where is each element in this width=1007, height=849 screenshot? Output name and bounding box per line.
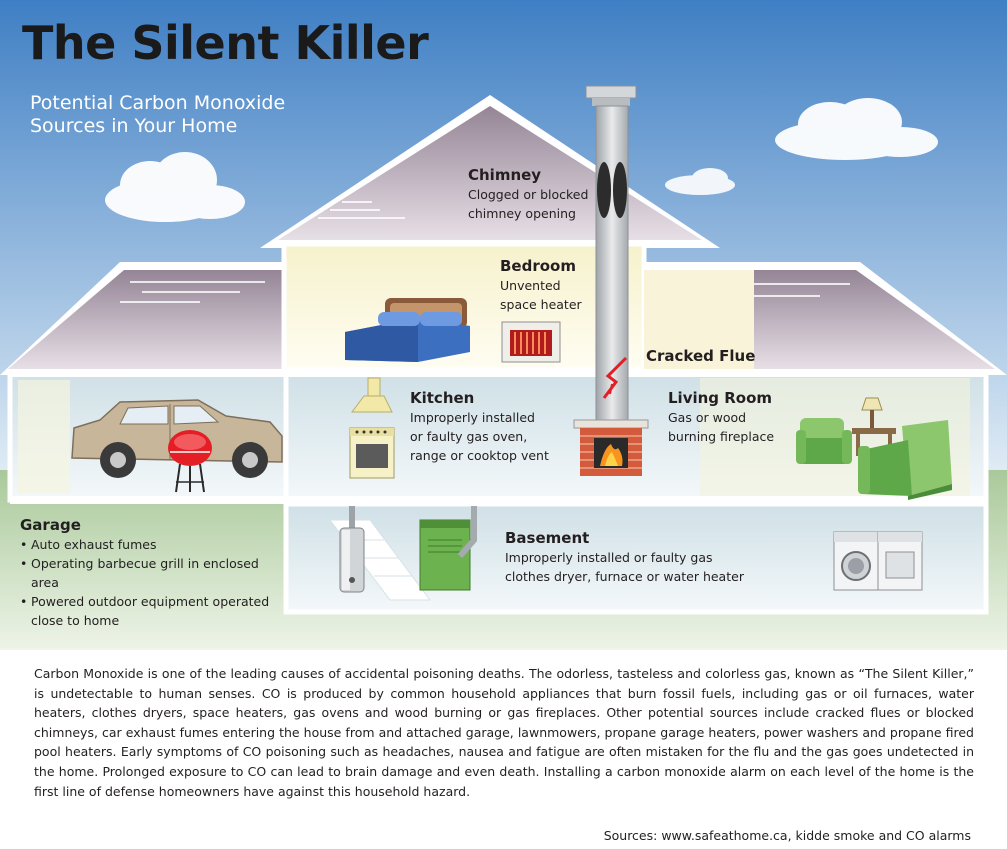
kitchen-callout: Kitchen Improperly installed or faulty g… <box>410 389 549 465</box>
cloud-icon <box>665 168 735 195</box>
garage-callout: Garage Auto exhaust fumes Operating barb… <box>20 516 290 630</box>
basement-callout: Basement Improperly installed or faulty … <box>505 529 744 586</box>
furnace-icon <box>419 506 477 591</box>
sofa-icon <box>858 420 952 500</box>
bbq-grill-icon <box>168 430 212 493</box>
range-hood-icon <box>351 377 393 413</box>
bedroom-callout: Bedroom Unvented space heater <box>500 257 582 314</box>
list-item: Auto exhaust fumes <box>20 535 290 554</box>
living-room-desc-line: Gas or wood <box>668 410 747 425</box>
cloud-icon <box>105 152 245 222</box>
bedroom-heading: Bedroom <box>500 257 576 275</box>
chimney-desc-line: chimney opening <box>468 206 576 221</box>
garage-heading: Garage <box>20 516 81 534</box>
chimney-desc-line: Clogged or blocked <box>468 187 589 202</box>
body-paragraph: Carbon Monoxide is one of the leading ca… <box>34 666 974 799</box>
dryer-icon <box>877 531 923 591</box>
fireplace-icon <box>573 419 649 476</box>
water-heater-icon <box>339 506 365 593</box>
subtitle-line: Sources in Your Home <box>30 115 238 137</box>
kitchen-heading: Kitchen <box>410 389 475 407</box>
list-item: Powered outdoor equipment operated <box>20 592 290 611</box>
garage-list-continuation: close to home <box>31 613 120 628</box>
garage-roof <box>0 262 290 375</box>
kitchen-desc-line: Improperly installed <box>410 410 535 425</box>
list-item: Operating barbecue grill in enclosed are… <box>20 554 290 592</box>
bedroom-desc-line: space heater <box>500 297 582 312</box>
basement-heading: Basement <box>505 529 590 547</box>
kitchen-desc-line: range or cooktop vent <box>410 448 549 463</box>
bedroom-desc-line: Unvented <box>500 278 561 293</box>
page-subtitle: Potential Carbon Monoxide Sources in You… <box>30 92 390 138</box>
basement-desc-line: Improperly installed or faulty gas <box>505 550 713 565</box>
sources-credit: Sources: www.safeathome.ca, kidde smoke … <box>603 828 971 843</box>
chimney-callout: Chimney Clogged or blocked chimney openi… <box>468 166 588 223</box>
bed-icon <box>345 298 470 362</box>
house-illustration <box>0 0 1007 650</box>
page-title: The Silent Killer <box>22 16 429 70</box>
living-room-desc-line: burning fireplace <box>668 429 775 444</box>
cloud-icon <box>775 98 938 160</box>
washer-icon <box>833 531 879 591</box>
living-room-callout: Living Room Gas or wood burning fireplac… <box>668 389 774 446</box>
car-icon <box>71 399 283 478</box>
garage-list: Auto exhaust fumes Operating barbecue gr… <box>20 535 290 611</box>
cracked-flue-heading: Cracked Flue <box>646 347 756 365</box>
kitchen-desc-line: or faulty gas oven, <box>410 429 528 444</box>
space-heater-icon <box>501 321 561 363</box>
basement-desc-line: clothes dryer, furnace or water heater <box>505 569 744 584</box>
chimney-heading: Chimney <box>468 166 542 184</box>
gas-stove-icon <box>349 427 395 479</box>
subtitle-line: Potential Carbon Monoxide <box>30 92 286 114</box>
armchair-icon <box>796 418 852 464</box>
living-room-heading: Living Room <box>668 389 773 407</box>
